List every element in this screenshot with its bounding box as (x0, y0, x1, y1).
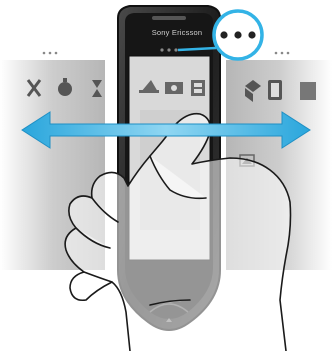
camera-icon (165, 82, 183, 94)
earpiece (152, 16, 186, 20)
page-indicator-right (275, 52, 290, 55)
page-indicator-left (43, 52, 58, 55)
page-indicator-center (160, 48, 177, 51)
calendar-icon (300, 82, 316, 100)
film-icon (191, 80, 205, 96)
phone-handset-icon (268, 80, 282, 100)
brand-logo-text: Sony Ericsson (147, 28, 207, 37)
